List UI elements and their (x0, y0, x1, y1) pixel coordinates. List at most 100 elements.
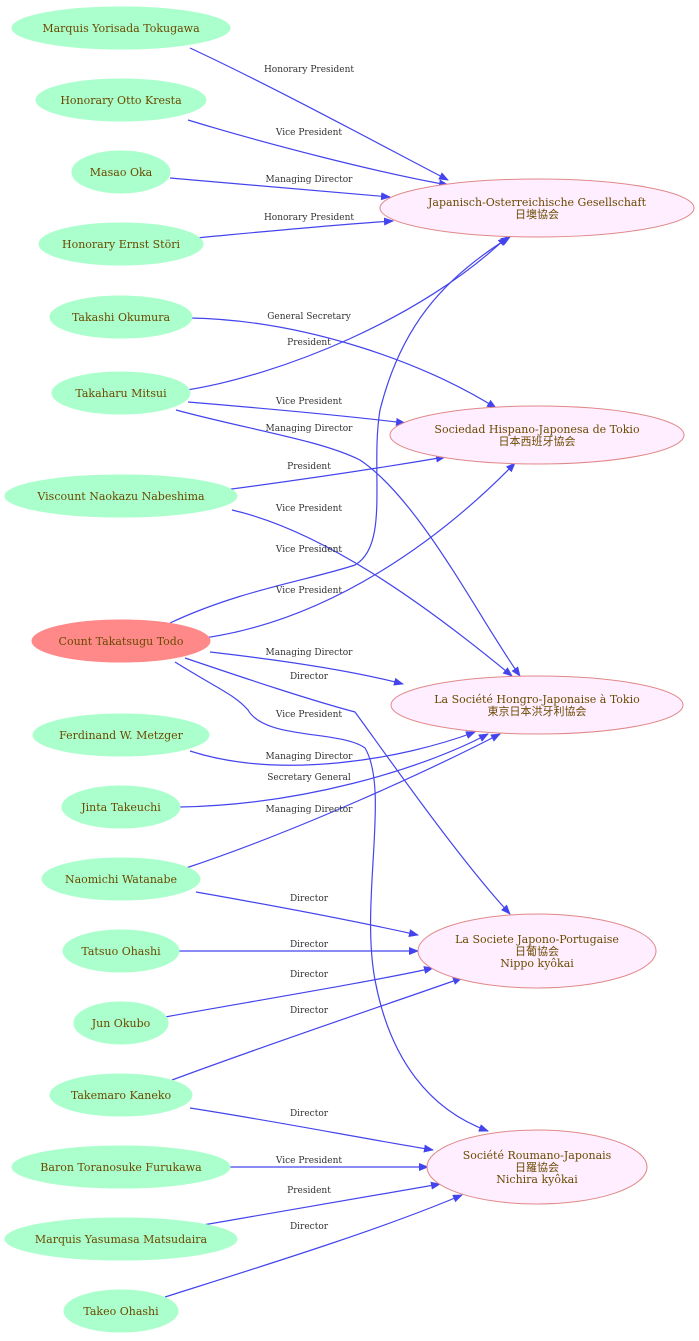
organization-label-line: Nippo kyôkai (500, 957, 574, 970)
person-node-count-takatsugu-todo: Count Takatsugu Todo (31, 619, 211, 663)
organization-label-line: Japanisch-Osterreichische Gesellschaft (427, 196, 647, 209)
organization-ellipse (389, 405, 685, 465)
edge-tokugawa-to-austria (189, 47, 449, 181)
edge-label: General Secretary (267, 312, 351, 322)
person-node-honorary-otto-kresta: Honorary Otto Kresta (35, 78, 207, 122)
person-node-masao-oka: Masao Oka (71, 150, 171, 194)
person-ellipse (4, 1217, 238, 1261)
edge-label: Managing Director (266, 424, 354, 434)
person-node-marquis-yorisada-tokugawa: Marquis Yorisada Tokugawa (11, 6, 231, 50)
organization-label-line: 日羅協会 (515, 1161, 559, 1174)
organization-label-line: Nichira kyôkai (496, 1173, 578, 1186)
person-label: Takemaro Kaneko (71, 1089, 172, 1102)
person-label: Count Takatsugu Todo (59, 635, 184, 648)
person-ellipse (49, 1073, 193, 1117)
person-node-honorary-ernst-st-ri: Honorary Ernst Störi (38, 222, 204, 266)
highlighted-person-ellipse (31, 619, 211, 663)
edges-layer (164, 47, 521, 1298)
person-label: Honorary Otto Kresta (60, 94, 182, 107)
edge-label: President (287, 462, 331, 472)
person-label: Jun Okubo (91, 1017, 151, 1030)
person-label: Masao Oka (90, 166, 153, 179)
person-node-jun-okubo: Jun Okubo (73, 1001, 169, 1045)
person-node-takemaro-kaneko: Takemaro Kaneko (49, 1073, 193, 1117)
organization-node-spain: Sociedad Hispano-Japonesa de Tokio日本西班牙協… (389, 405, 685, 465)
organization-label-line: Sociedad Hispano-Japonesa de Tokio (434, 423, 640, 436)
organization-node-austria: Japanisch-Osterreichische Gesellschaft日墺… (379, 178, 695, 238)
edge-todo-to-portugal (184, 657, 511, 915)
person-node-viscount-naokazu-nabeshima: Viscount Naokazu Nabeshima (4, 474, 238, 518)
person-label: Takashi Okumura (72, 311, 171, 324)
organization-label-line: 日墺協会 (515, 207, 559, 221)
organization-label-line: 日本西班牙協会 (499, 434, 576, 448)
edge-label: Director (290, 894, 329, 904)
edge-okumura-to-spain (189, 317, 497, 409)
person-node-naomichi-watanabe: Naomichi Watanabe (41, 857, 201, 901)
edge-watanabe-to-hungary (185, 733, 501, 869)
edge-label: Director (290, 1109, 329, 1119)
edge-nabeshima-to-hungary (231, 509, 513, 677)
person-ellipse (49, 295, 193, 339)
person-ellipse (11, 1145, 231, 1189)
edge-metzger-to-hungary (189, 731, 476, 766)
person-node-ferdinand-w-metzger: Ferdinand W. Metzger (32, 713, 210, 757)
edge-mitsui-to-hungary (175, 409, 521, 677)
edge-nabeshima-to-spain (223, 454, 446, 491)
edge-okubo-to-portugal (164, 966, 434, 1018)
person-node-baron-toranosuke-furukawa: Baron Toranosuke Furukawa (11, 1145, 231, 1189)
edge-kaneko-to-romania (189, 1107, 434, 1153)
person-label: Tatsuo Ohashi (81, 945, 161, 958)
edge-label: Vice President (275, 504, 343, 514)
edge-label: Director (290, 672, 329, 682)
edge-takeuchi-to-hungary (179, 733, 489, 808)
person-ellipse (38, 222, 204, 266)
person-ellipse (41, 857, 201, 901)
person-ellipse (51, 371, 191, 415)
person-ellipse (4, 474, 238, 518)
edge-mitsui-to-spain (187, 401, 406, 426)
edge-label: Director (290, 1006, 329, 1016)
edge-label: Vice President (275, 128, 343, 138)
person-label: Takeo Ohashi (83, 1305, 159, 1318)
person-ellipse (73, 1001, 169, 1045)
edge-label: Director (290, 970, 329, 980)
edge-watanabe-to-portugal (195, 891, 419, 937)
edge-todo-to-romania (174, 661, 489, 1132)
edge-label: Managing Director (266, 805, 354, 815)
edge-matsudaira-to-romania (202, 1181, 441, 1226)
edge-label: Vice President (275, 545, 343, 555)
edge-label: President (287, 1186, 331, 1196)
edge-kresta-to-austria (187, 119, 449, 188)
edge-takeo-to-romania (164, 1194, 463, 1298)
person-label: Honorary Ernst Störi (62, 238, 180, 251)
edge-label: Honorary President (264, 213, 354, 223)
person-label: Jinta Takeuchi (80, 801, 161, 814)
person-ellipse (32, 713, 210, 757)
person-ellipse (35, 78, 207, 122)
person-node-tatsuo-ohashi: Tatsuo Ohashi (62, 929, 180, 973)
edge-label: Vice President (275, 397, 343, 407)
person-ellipse (61, 785, 181, 829)
person-label: Viscount Naokazu Nabeshima (36, 490, 205, 503)
person-node-marquis-yasumasa-matsudaira: Marquis Yasumasa Matsudaira (4, 1217, 238, 1261)
edge-label: Director (290, 940, 329, 950)
organization-ellipse (417, 913, 657, 989)
person-node-takeo-ohashi: Takeo Ohashi (63, 1289, 179, 1333)
organization-label-line: 日葡協会 (515, 945, 559, 958)
edge-oka-to-austria (169, 177, 391, 201)
person-label: Baron Toranosuke Furukawa (40, 1161, 202, 1174)
organization-ellipse (379, 178, 695, 238)
edge-label: Secretary General (267, 773, 351, 783)
edge-label: Vice President (275, 710, 343, 720)
edge-label: Vice President (275, 586, 343, 596)
organization-ellipse (426, 1129, 648, 1205)
person-label: Marquis Yasumasa Matsudaira (35, 1233, 208, 1246)
edge-stori-to-austria (195, 217, 394, 239)
edge-todo-to-hungary (209, 651, 404, 686)
edge-label: President (287, 338, 331, 348)
person-label: Takaharu Mitsui (75, 387, 167, 400)
